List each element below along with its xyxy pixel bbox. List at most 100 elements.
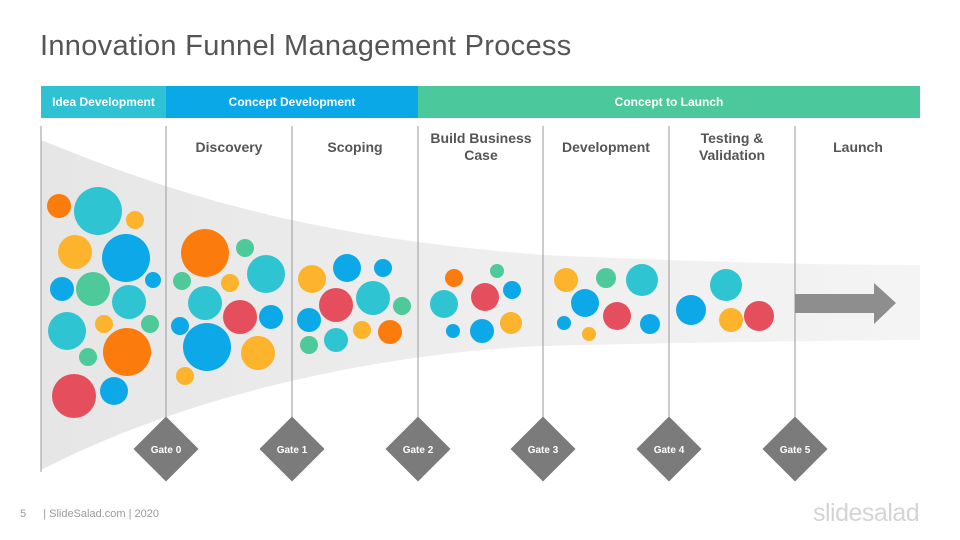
idea-bubble [103,328,151,376]
testing-bubble [744,301,774,331]
scoping-bubble [319,288,353,322]
scoping-bubble [297,308,321,332]
scoping-bubble [374,259,392,277]
scoping-bubble [324,328,348,352]
idea-bubble [48,312,86,350]
scoping-bubble [333,254,361,282]
idea-bubble [50,277,74,301]
discovery-bubble [181,229,229,277]
idea-bubble [58,235,92,269]
scoping-bubble [298,265,326,293]
testing-bubbles [676,269,774,332]
discovery-bubble [173,272,191,290]
idea-bubble [112,285,146,319]
gate-label: Gate 1 [277,445,308,456]
stage-label-development: Development [562,139,650,155]
idea-bubble [141,315,159,333]
idea-bubble [52,374,96,418]
scoping-bubble [378,320,402,344]
discovery-bubble [188,286,222,320]
stage-label-line: Case [464,147,498,163]
discovery-bubble [247,255,285,293]
footer: 5 | SlideSalad.com | 2020 [20,508,159,520]
discovery-bubble [171,317,189,335]
discovery-bubble [221,274,239,292]
development-bubble [557,316,571,330]
stage-label-testing-validation: Testing & Validation [669,130,795,164]
discovery-bubble [223,300,257,334]
stage-label-line: Build Business [430,130,532,146]
idea-bubble [100,377,128,405]
scoping-bubble [300,336,318,354]
idea-bubble [145,272,161,288]
gate-1: Gate 1 [259,416,325,482]
gate-5: Gate 5 [762,416,828,482]
idea-bubble [79,348,97,366]
gate-3: Gate 3 [510,416,576,482]
development-bubble [640,314,660,334]
discovery-bubble [259,305,283,329]
development-bubble [571,289,599,317]
development-bubble [596,268,616,288]
gate-label: Gate 4 [654,445,685,456]
page-number: 5 [20,508,27,520]
phase-band-concept-to-launch: Concept to Launch [418,86,920,118]
stage-label-build-business-case: Build Business Case [418,130,544,164]
testing-bubble [676,295,706,325]
stage-label-line: Testing & [700,130,764,146]
slidesalad-logo: slidesalad [813,499,920,527]
discovery-bubble [241,336,275,370]
gate-label: Gate 2 [403,445,434,456]
stage-gates: Gate 0 Gate 1 Gate 2 Gate 3 Gate 4 Gate … [133,416,828,482]
discovery-bubble [176,367,194,385]
scoping-bubble [393,297,411,315]
development-bubbles [554,264,660,341]
stage-label-line: Validation [698,147,766,163]
idea-bubble [95,315,113,333]
gate-label: Gate 0 [151,445,182,456]
business-case-bubble [471,283,499,311]
development-bubble [554,268,578,292]
phase-band-concept-development: Concept Development [166,86,418,118]
business-case-bubble [490,264,504,278]
page-title: Innovation Funnel Management Process [40,30,572,62]
business-case-bubbles [430,264,522,343]
development-bubble [626,264,658,296]
phase-band-idea-development: Idea Development [41,86,166,118]
gate-4: Gate 4 [636,416,702,482]
gate-label: Gate 3 [528,445,559,456]
idea-bubble [47,194,71,218]
scoping-bubble [353,321,371,339]
gate-0: Gate 0 [133,416,199,482]
stage-label-discovery: Discovery [195,139,263,155]
idea-bubble [76,272,110,306]
business-case-bubble [470,319,494,343]
discovery-bubble [183,323,231,371]
business-case-bubble [446,324,460,338]
idea-bubble [74,187,122,235]
idea-bubbles [47,187,161,418]
scoping-bubbles [297,254,411,354]
scoping-bubble [356,281,390,315]
idea-bubble [126,211,144,229]
business-case-bubble [503,281,521,299]
stage-label-launch: Launch [833,139,883,155]
gate-label: Gate 5 [780,445,811,456]
launch-arrow-icon [795,283,896,324]
testing-bubble [710,269,742,301]
business-case-bubble [500,312,522,334]
discovery-bubbles [171,229,285,385]
stage-dividers [40,126,796,472]
development-bubble [603,302,631,330]
idea-bubble [102,234,150,282]
business-case-bubble [430,290,458,318]
development-bubble [582,327,596,341]
testing-bubble [719,308,743,332]
discovery-bubble [236,239,254,257]
business-case-bubble [445,269,463,287]
gate-2: Gate 2 [385,416,451,482]
footer-credit: | SlideSalad.com | 2020 [43,508,159,520]
stage-label-scoping: Scoping [327,139,383,155]
